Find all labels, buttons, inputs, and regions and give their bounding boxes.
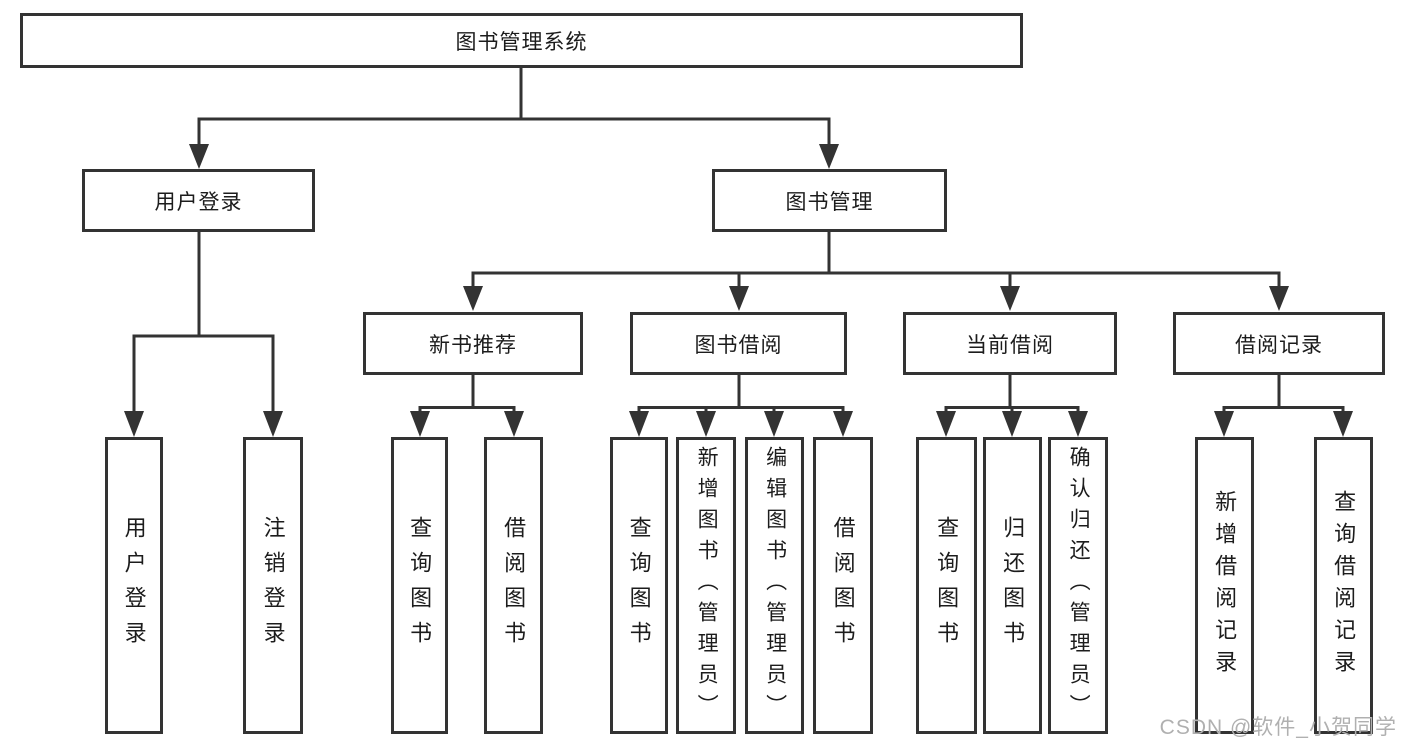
leaf-bb-borrow-books: 借阅图书 [813, 437, 873, 734]
leaf-br-add-record: 新增借阅记录 [1195, 437, 1254, 734]
leaf-nb-query-books: 查询图书 [391, 437, 448, 734]
arrowheads-level2 [463, 286, 1289, 311]
connector-user-login-children [132, 232, 275, 413]
leaf-cb-confirm-return-admin-label: 确认归还（管理员） [1067, 446, 1091, 725]
arrow-down-icon [1333, 411, 1353, 437]
arrowheads-new-book [410, 411, 524, 437]
arrow-down-icon [629, 411, 649, 437]
node-book-borrow-label: 图书借阅 [694, 333, 783, 357]
node-current-borrow-label: 当前借阅 [966, 333, 1054, 357]
arrow-down-icon [504, 411, 524, 437]
leaf-cb-confirm-return-admin: 确认归还（管理员） [1048, 437, 1108, 734]
arrow-down-icon [189, 144, 209, 169]
arrow-down-icon [833, 411, 853, 437]
leaf-bb-query-books: 查询图书 [610, 437, 668, 734]
connector-book-borrow-children [637, 375, 845, 413]
node-new-book-recommend-label: 新书推荐 [429, 333, 517, 357]
node-user-login-label: 用户登录 [154, 190, 243, 214]
arrow-down-icon [819, 144, 839, 169]
node-borrow-records-label: 借阅记录 [1235, 333, 1323, 357]
connector-current-borrow-children [944, 375, 1080, 413]
leaf-user-login-label: 用户登录 [121, 515, 147, 656]
node-current-borrow: 当前借阅 [903, 312, 1117, 375]
leaf-nb-borrow-books-label: 借阅图书 [501, 515, 527, 656]
connector-book-management-children [471, 232, 1281, 288]
connector-root-to-level1 [197, 68, 831, 146]
leaf-bb-add-books-admin-label: 新增图书（管理员） [695, 446, 719, 725]
arrow-down-icon [1002, 411, 1022, 437]
node-root-label: 图书管理系统 [455, 30, 588, 54]
leaf-bb-query-books-label: 查询图书 [626, 515, 652, 656]
arrowheads-borrow-record [1214, 411, 1353, 437]
leaf-nb-query-books-label: 查询图书 [407, 515, 433, 656]
leaf-bb-edit-books-admin: 编辑图书（管理员） [745, 437, 804, 734]
node-root: 图书管理系统 [20, 13, 1023, 68]
arrow-down-icon [729, 286, 749, 311]
arrow-down-icon [1214, 411, 1234, 437]
arrowheads-level1 [189, 144, 839, 169]
leaf-br-add-record-label: 新增借阅记录 [1212, 489, 1238, 682]
arrow-down-icon [263, 411, 283, 437]
watermark: CSDN @软件_小贺同学 [1159, 716, 1397, 739]
leaf-logout: 注销登录 [243, 437, 303, 734]
node-borrow-records: 借阅记录 [1173, 312, 1385, 375]
leaf-user-login: 用户登录 [105, 437, 163, 734]
leaf-bb-add-books-admin: 新增图书（管理员） [676, 437, 736, 734]
arrow-down-icon [1068, 411, 1088, 437]
leaf-bb-edit-books-admin-label: 编辑图书（管理员） [763, 446, 787, 725]
leaf-bb-borrow-books-label: 借阅图书 [830, 515, 856, 656]
node-user-login: 用户登录 [82, 169, 315, 232]
leaf-cb-return-books-label: 归还图书 [1000, 515, 1026, 656]
leaf-br-query-record: 查询借阅记录 [1314, 437, 1373, 734]
leaf-cb-return-books: 归还图书 [983, 437, 1042, 734]
node-book-borrow: 图书借阅 [630, 312, 847, 375]
arrow-down-icon [1000, 286, 1020, 311]
node-book-management: 图书管理 [712, 169, 947, 232]
arrow-down-icon [124, 411, 144, 437]
arrowheads-current-borrow [936, 411, 1088, 437]
arrowheads-book-borrow [629, 411, 853, 437]
leaf-nb-borrow-books: 借阅图书 [484, 437, 543, 734]
arrow-down-icon [463, 286, 483, 311]
leaf-logout-label: 注销登录 [260, 515, 286, 656]
leaf-cb-query-books-label: 查询图书 [934, 515, 960, 656]
node-book-management-label: 图书管理 [785, 190, 874, 214]
connector-new-book-children [418, 375, 516, 413]
arrow-down-icon [936, 411, 956, 437]
arrow-down-icon [764, 411, 784, 437]
arrowheads-user-login [124, 411, 283, 437]
arrow-down-icon [1269, 286, 1289, 311]
node-new-book-recommend: 新书推荐 [363, 312, 583, 375]
connector-borrow-record-children [1222, 375, 1345, 413]
arrow-down-icon [410, 411, 430, 437]
arrow-down-icon [696, 411, 716, 437]
leaf-br-query-record-label: 查询借阅记录 [1331, 489, 1357, 682]
leaf-cb-query-books: 查询图书 [916, 437, 977, 734]
